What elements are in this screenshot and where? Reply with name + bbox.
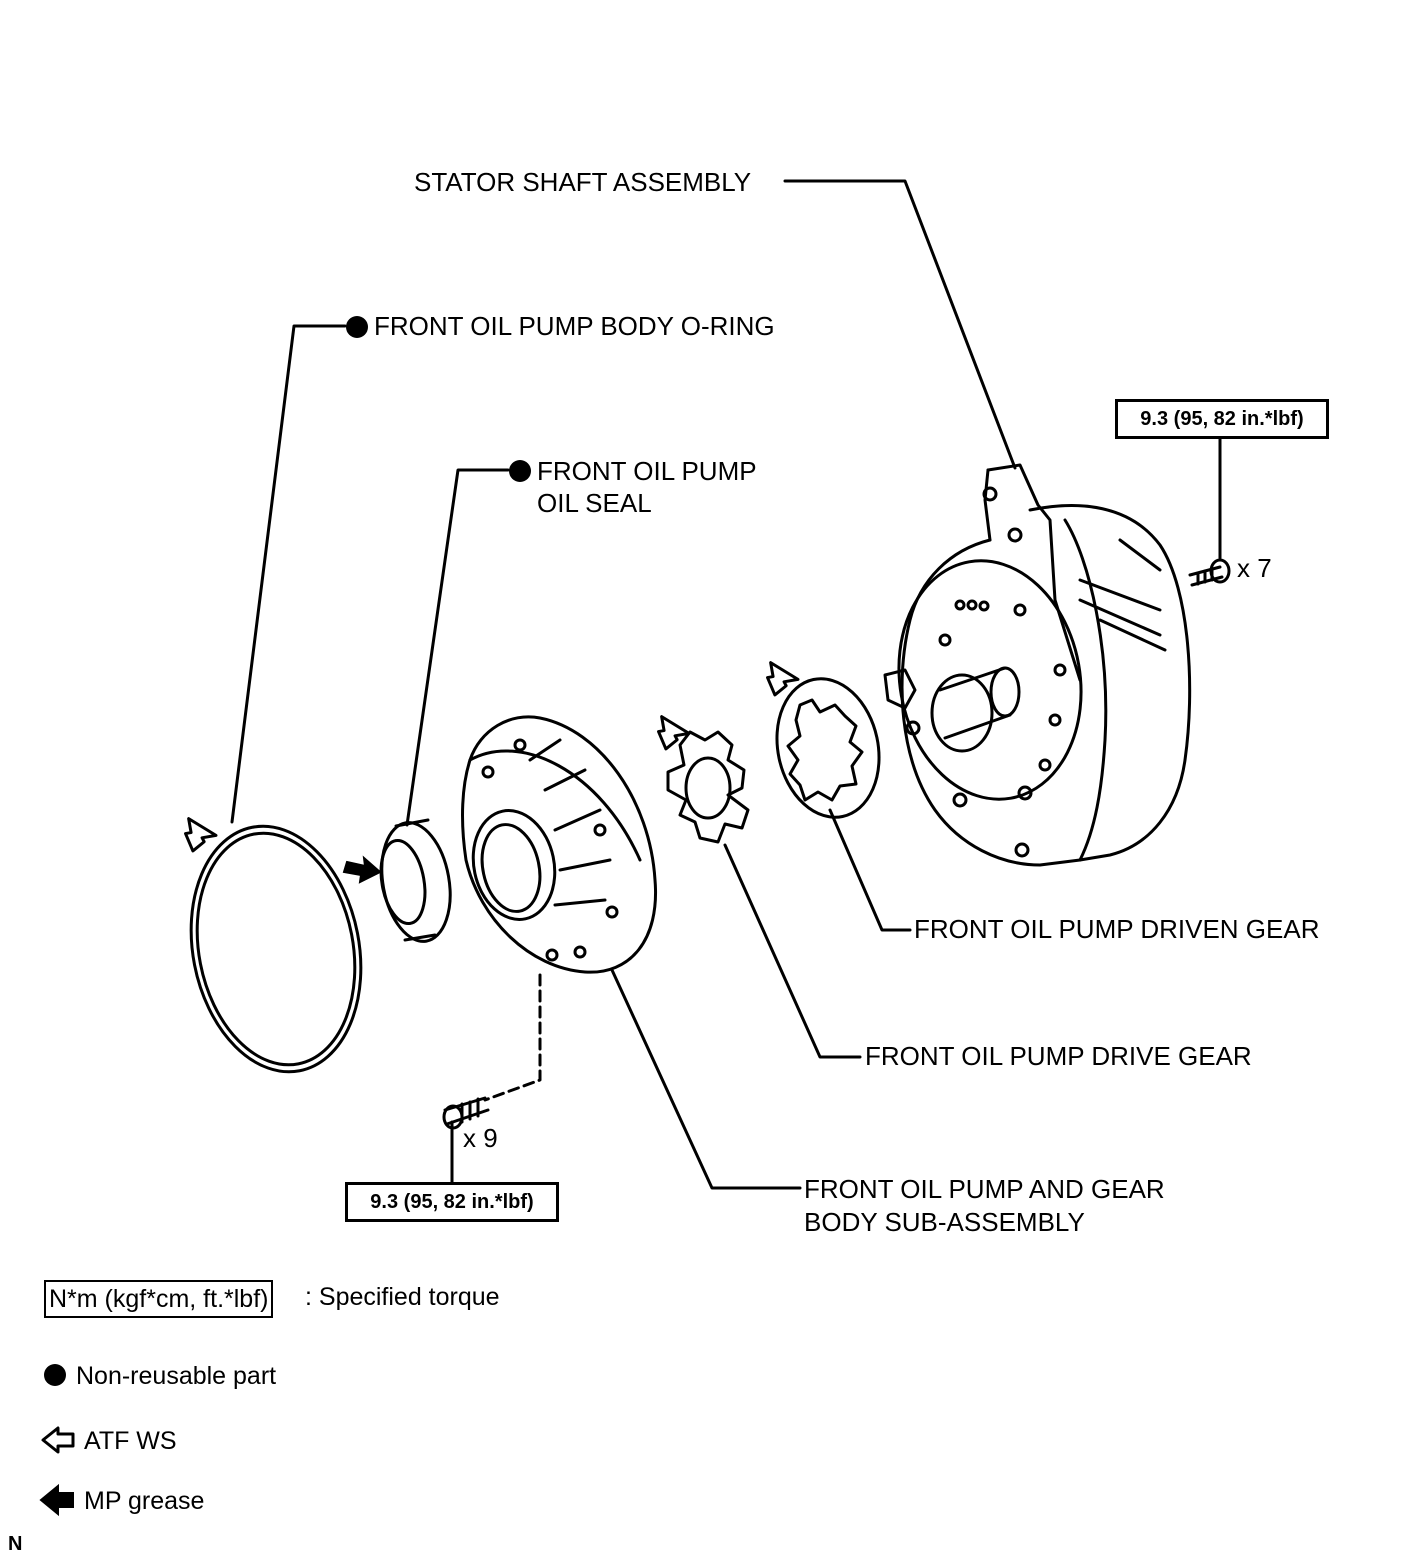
atf-arrow-icon-oring xyxy=(184,817,218,853)
leader-oil-seal xyxy=(405,468,510,827)
legend-non-reusable-text: Non-reusable part xyxy=(76,1362,277,1390)
leader-bolt-dashed xyxy=(483,973,542,1102)
atf-legend-icon xyxy=(41,1426,75,1454)
torque-box-lower: 9.3 (95, 82 in.*lbf) xyxy=(345,1182,559,1222)
label-oring: FRONT OIL PUMP BODY O-RING xyxy=(374,311,775,341)
label-oil-seal-line2: OIL SEAL xyxy=(537,488,652,518)
legend-atf-text: ATF WS xyxy=(84,1427,177,1455)
torque-box-upper: 9.3 (95, 82 in.*lbf) xyxy=(1115,399,1329,439)
corner-mark: N xyxy=(8,1533,23,1555)
bolt-qty-lower: x 9 xyxy=(463,1123,498,1153)
leader-oring xyxy=(230,324,347,824)
legend-torque-desc: : Specified torque xyxy=(305,1283,500,1311)
label-oil-seal-line1: FRONT OIL PUMP xyxy=(537,456,757,486)
atf-arrow-icon-driven-gear xyxy=(766,661,800,697)
label-stator-shaft: STATOR SHAFT ASSEMBLY xyxy=(414,167,752,197)
label-pump-body-line2: BODY SUB-ASSEMBLY xyxy=(804,1207,1085,1237)
label-pump-body-line1: FRONT OIL PUMP AND GEAR xyxy=(804,1174,1165,1204)
bolt-upper xyxy=(1188,558,1231,587)
legend-torque-unit-box: N*m (kgf*cm, ft.*lbf) xyxy=(44,1280,274,1318)
non-reusable-legend-icon xyxy=(44,1364,66,1386)
o-ring-part xyxy=(189,824,363,1074)
stator-shaft-part xyxy=(883,463,1192,867)
atf-arrow-icon-drive-gear xyxy=(657,715,691,751)
pump-body-part xyxy=(461,715,658,974)
leader-stator-shaft xyxy=(783,179,1017,470)
drive-gear-part xyxy=(666,730,750,844)
grease-arrow-icon-oil-seal xyxy=(342,855,382,884)
bolt-qty-upper: x 7 xyxy=(1237,553,1272,583)
driven-gear-part xyxy=(775,677,881,819)
legend-grease-text: MP grease xyxy=(84,1487,205,1515)
bolt-lower xyxy=(442,1096,490,1130)
grease-legend-icon xyxy=(39,1483,74,1517)
leader-drive-gear xyxy=(723,843,862,1059)
label-driven-gear: FRONT OIL PUMP DRIVEN GEAR xyxy=(914,914,1320,944)
oil-seal-part xyxy=(379,818,452,943)
non-reusable-dot-icon-oring xyxy=(346,316,368,338)
leader-pump-body xyxy=(610,968,802,1190)
label-drive-gear: FRONT OIL PUMP DRIVE GEAR xyxy=(865,1041,1252,1071)
leader-driven-gear xyxy=(828,808,912,932)
non-reusable-dot-icon-oil-seal xyxy=(509,460,531,482)
